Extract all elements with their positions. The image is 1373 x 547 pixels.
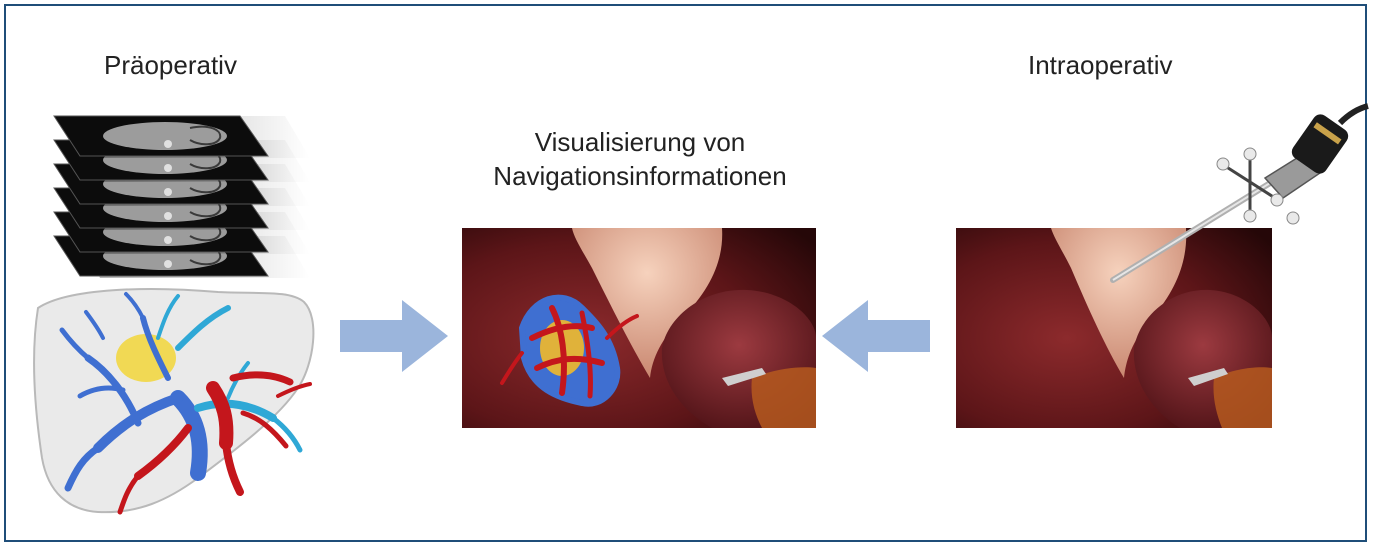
camera-cable [1340,106,1368,123]
preoperative-label: Präoperativ [104,48,237,82]
augmented-laparoscopic-view [462,228,816,428]
liver-3d-model [28,278,328,522]
orange-tissue [1213,367,1272,428]
visualization-label-line2: Navigationsinformationen [455,159,825,193]
ct-slice [54,116,310,158]
visualization-label: Visualisierung von Navigationsinformatio… [455,125,825,194]
arrow-left-icon [822,300,930,372]
ct-slice-stack [40,108,310,284]
orange-tissue [751,367,816,428]
tracked-laparoscope [1105,98,1370,283]
intraoperative-label: Intraoperativ [1028,48,1173,82]
visualization-label-line1: Visualisierung von [455,125,825,159]
arrow-right-icon [340,300,448,372]
